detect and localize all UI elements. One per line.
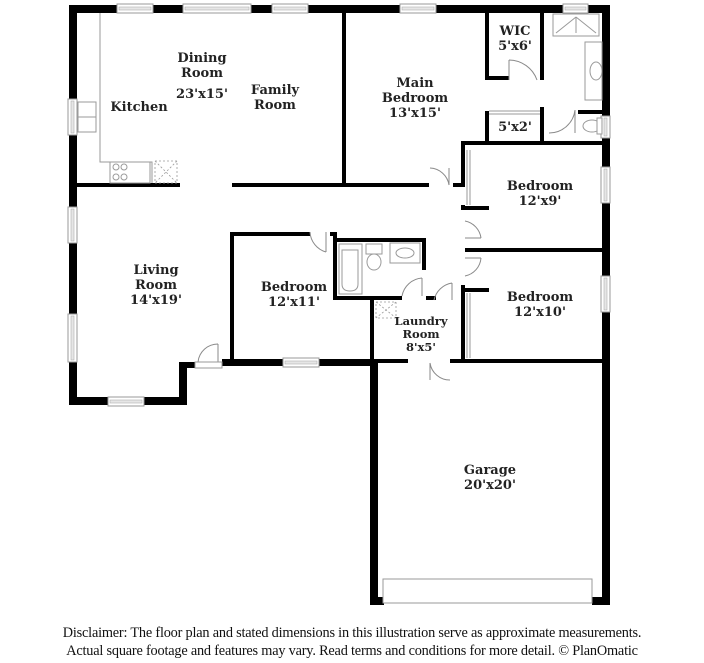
room-name: Bedroom xyxy=(260,280,328,295)
room-label-wic: WIC 5'x6' xyxy=(498,24,532,54)
room-name: Bedroom xyxy=(506,179,574,194)
room-dims: 5'x6' xyxy=(498,39,532,54)
room-label-bedroom-3: Bedroom 12'x10' xyxy=(507,290,573,320)
room-name-line1: Living xyxy=(133,263,179,278)
room-dims: 8'x5' xyxy=(406,340,436,354)
room-name-line1: Family xyxy=(250,83,300,98)
room-dims: 23'x15' xyxy=(176,87,228,102)
kitchen-fixtures xyxy=(77,13,178,184)
room-name: WIC xyxy=(499,24,531,39)
room-label-closet: 5'x2' xyxy=(498,120,532,135)
room-label-bedroom-2: Bedroom 12'x9' xyxy=(507,179,573,209)
room-label-dining: Dining Room 23'x15' xyxy=(176,51,228,102)
main-bath-fixtures xyxy=(552,13,603,135)
door-swings[interactable] xyxy=(194,59,576,381)
disclaimer-line-2: Actual square footage and features may v… xyxy=(66,643,638,659)
room-name-line1: Laundry xyxy=(394,314,448,328)
room-name-line2: Room xyxy=(181,66,223,81)
room-dims: 5'x2' xyxy=(498,120,532,135)
garage-door xyxy=(382,578,593,604)
closet-doors xyxy=(466,110,540,358)
room-dims: 14'x19' xyxy=(130,293,182,308)
room-dims: 20'x20' xyxy=(464,478,516,493)
room-label-garage: Garage 20'x20' xyxy=(464,463,516,493)
room-label-laundry: Laundry Room 8'x5' xyxy=(394,315,447,354)
room-label-bedroom-4: Bedroom 12'x11' xyxy=(261,280,327,310)
room-name-line1: Dining xyxy=(177,51,227,66)
disclaimer-line-1: Disclaimer: The floor plan and stated di… xyxy=(62,625,642,641)
room-label-kitchen: Kitchen xyxy=(110,100,167,115)
room-name-line2: Room xyxy=(254,98,296,113)
room-label-living: Living Room 14'x19' xyxy=(130,263,182,308)
laundry-appliance xyxy=(375,301,397,319)
room-name-line2: Room xyxy=(402,327,440,341)
room-name-line2: Bedroom xyxy=(381,91,449,106)
room-name: Kitchen xyxy=(110,100,168,115)
hall-bath-fixtures xyxy=(338,242,421,295)
room-name: Garage xyxy=(463,463,517,478)
room-name: Bedroom xyxy=(506,290,574,305)
room-name-line2: Room xyxy=(135,278,177,293)
room-label-family: Family Room xyxy=(251,83,299,113)
windows xyxy=(67,3,611,407)
interior-walls xyxy=(77,13,610,366)
room-dims: 12'x9' xyxy=(518,194,562,209)
floor-plan xyxy=(67,3,611,605)
disclaimer: Disclaimer: The floor plan and stated di… xyxy=(0,624,704,660)
room-dims: 12'x10' xyxy=(514,305,566,320)
room-dims: 13'x15' xyxy=(389,106,441,121)
room-label-main-bedroom: Main Bedroom 13'x15' xyxy=(382,76,448,121)
room-name-line1: Main xyxy=(396,76,434,91)
room-dims: 12'x11' xyxy=(268,295,320,310)
